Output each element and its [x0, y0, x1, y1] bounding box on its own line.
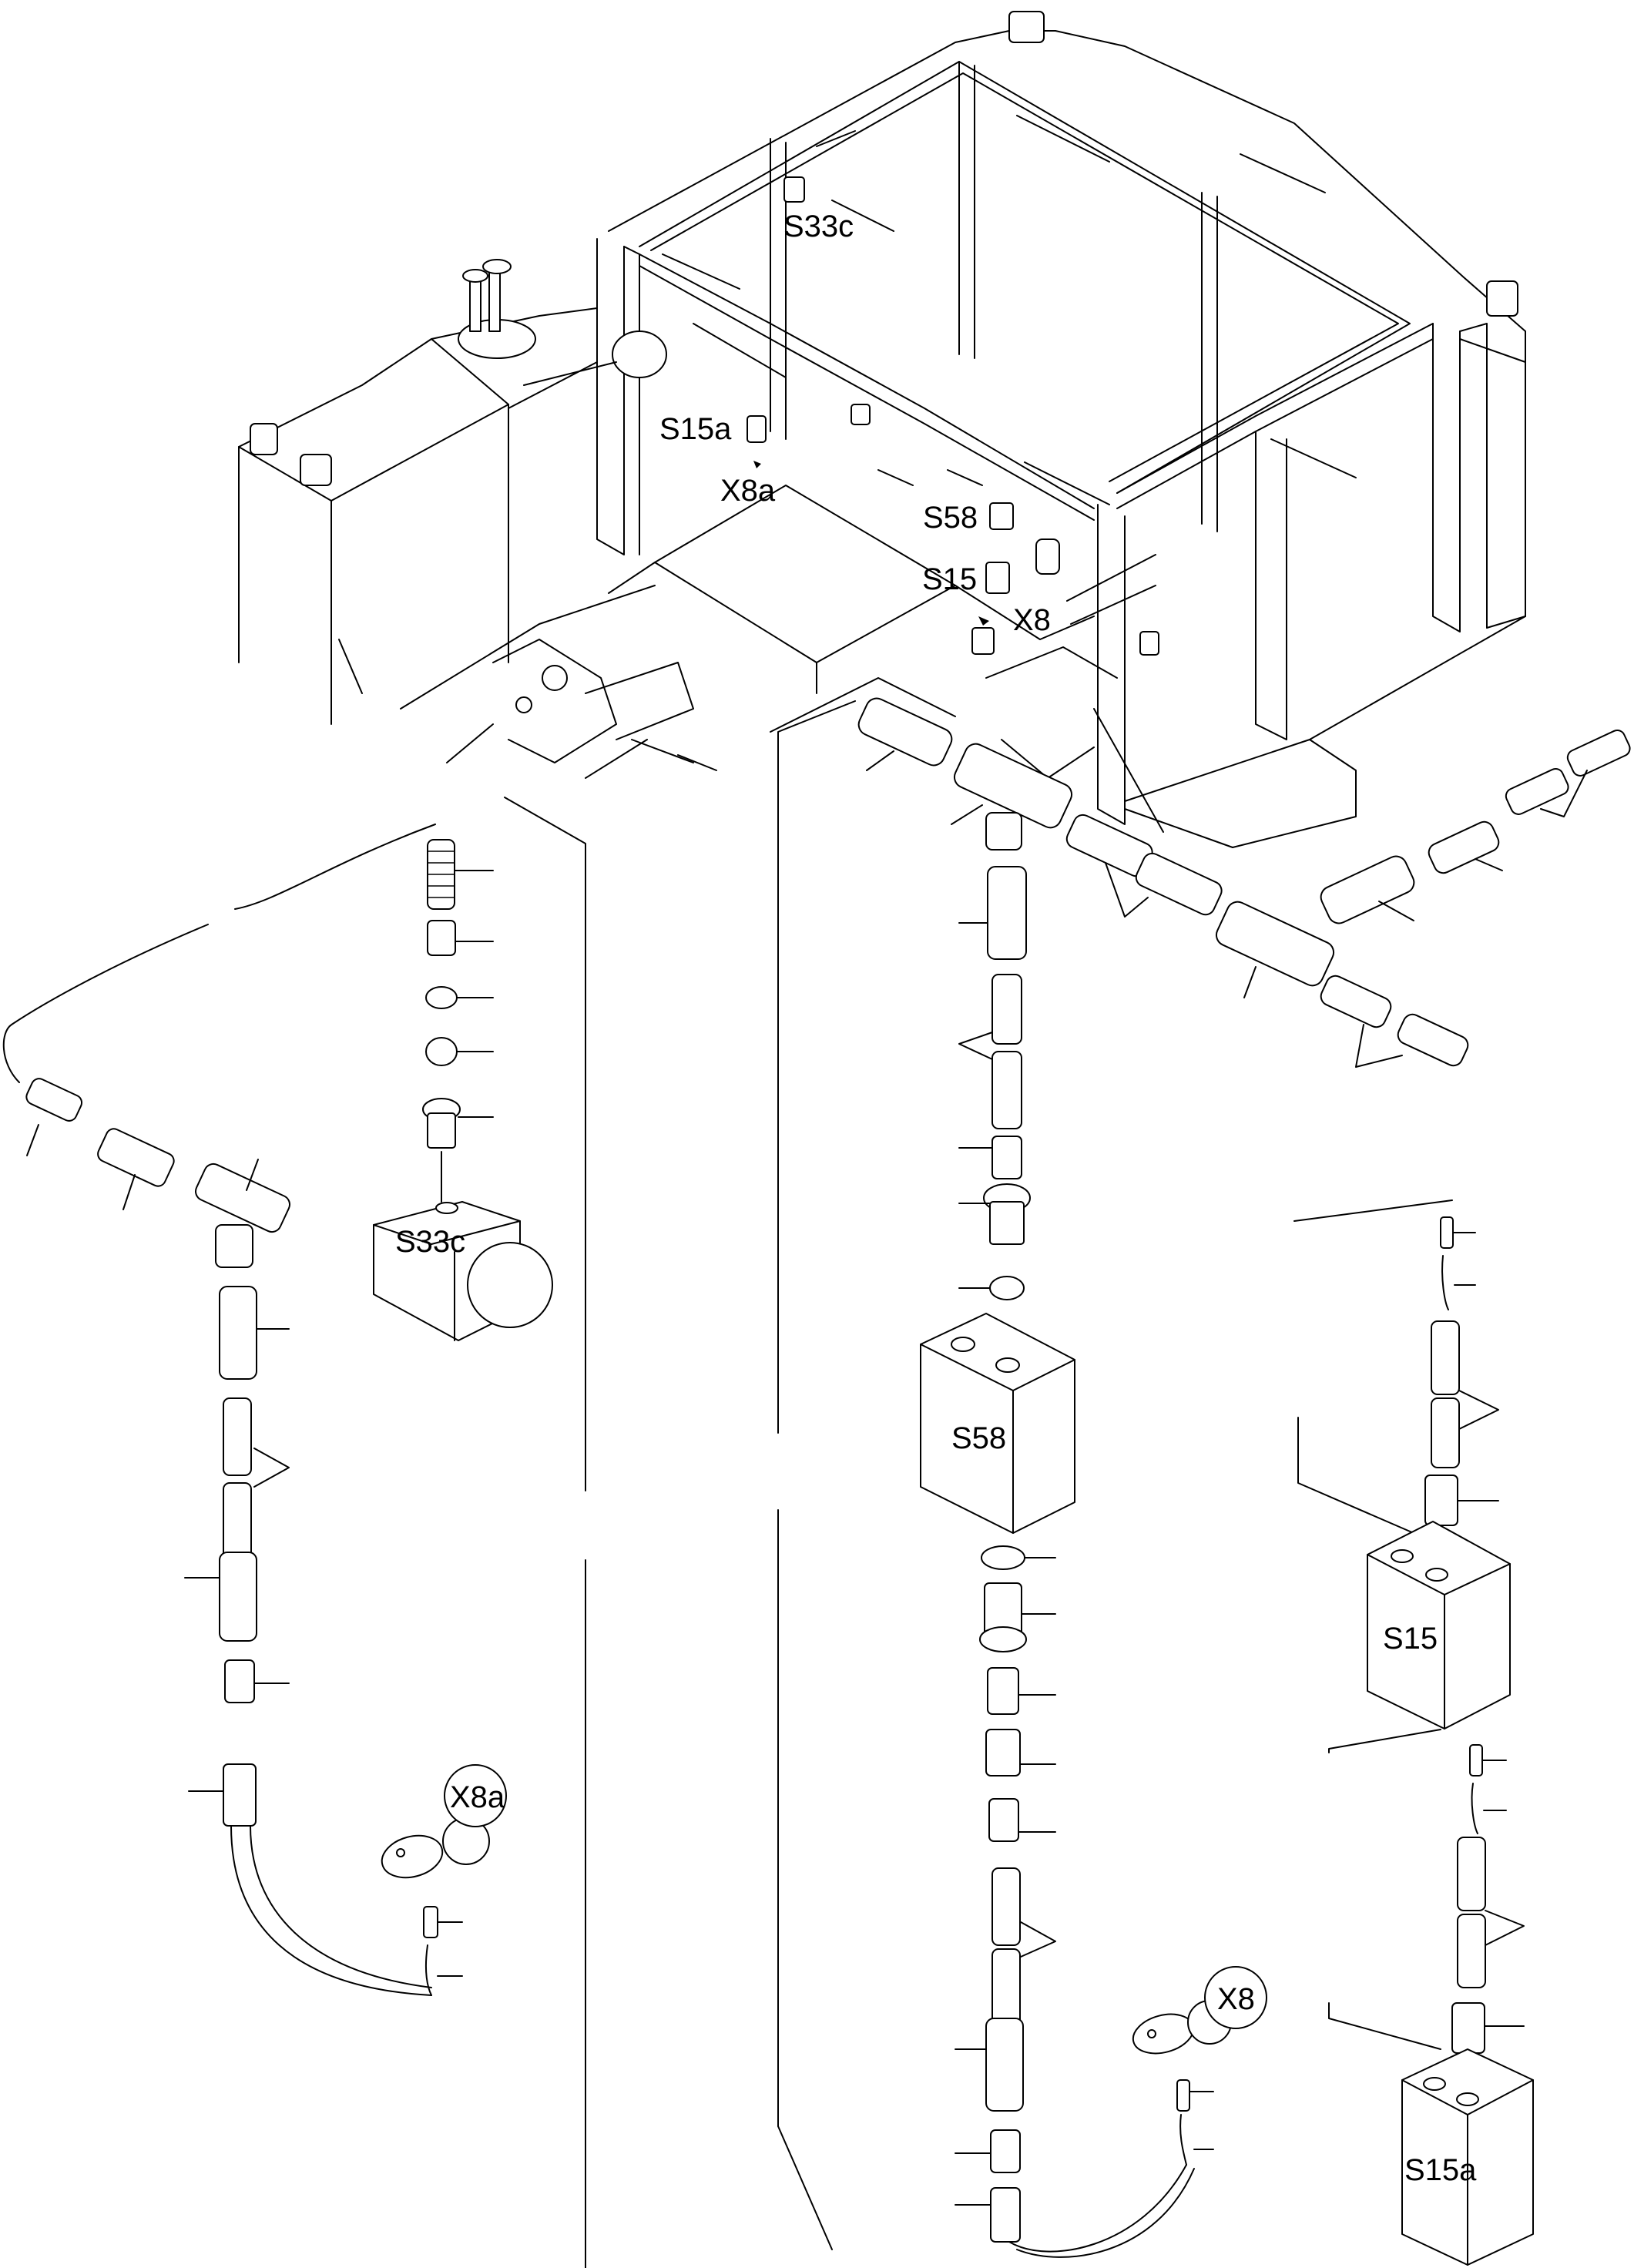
frame-switch-s15a — [747, 415, 767, 468]
tank-fillers — [458, 259, 667, 386]
sleeve-top-1 — [1065, 814, 1223, 918]
switch-s33c: S33c — [373, 1201, 553, 1341]
gland-left-2 — [188, 1763, 257, 1827]
sleeve-center-2 — [991, 1867, 1056, 2027]
badge-x8: X8 — [1204, 1966, 1267, 2029]
pin-s15a — [1469, 1744, 1507, 1834]
section-dividers — [2, 700, 856, 2268]
sleeve-center-1 — [958, 974, 1022, 1129]
gland-center-5 — [955, 2129, 1021, 2173]
gland-left — [224, 1659, 290, 1703]
cab-frame-assembly: S33c S15a X8a S58 S15 X8 — [238, 11, 1526, 848]
connector-left-3 — [184, 1552, 257, 1642]
switch-s58: S58 — [920, 1313, 1075, 1534]
nut-s33c — [425, 986, 494, 1009]
frame-switch-s58 — [877, 469, 1014, 530]
gland-center-6 — [955, 2187, 1021, 2243]
tee-top — [951, 743, 1073, 850]
adapter-s33c — [422, 1098, 494, 1149]
pin-left — [423, 1906, 463, 1996]
tee-left — [195, 1159, 290, 1268]
label-s58-frame: S58 — [923, 501, 978, 535]
sleeve-left-1 — [25, 1078, 83, 1156]
label-s58: S58 — [951, 1421, 1006, 1455]
sleeve-s15a — [1457, 1837, 1525, 1988]
center-hose-assembly: S58 — [857, 697, 1631, 2258]
label-s15: S15 — [1383, 1622, 1438, 1656]
gland-center-2 — [987, 1667, 1056, 1715]
gland-s33c-1 — [427, 920, 494, 956]
gland-center-4 — [988, 1798, 1056, 1842]
connector-top-1 — [857, 697, 953, 771]
gland-s15a — [1451, 2002, 1525, 2054]
tee-right — [1215, 901, 1335, 998]
frame-switch-s33c — [783, 176, 871, 425]
label-s15a-frame: S15a — [659, 412, 732, 446]
connector-center-2 — [955, 2018, 1024, 2112]
nut-center-2 — [981, 1545, 1056, 1570]
connector-left-2 — [219, 1286, 290, 1380]
switch-s15a: S15a — [1401, 2048, 1534, 2266]
left-hose-assembly: S33c — [25, 839, 553, 1996]
badge-x8a: X8a — [444, 1764, 507, 1827]
frame-connector-x8 — [971, 616, 1159, 656]
sleeve-s15 — [1431, 1320, 1499, 1468]
seal-s33c — [425, 1037, 494, 1066]
label-s33c-frame: S33c — [783, 210, 854, 243]
label-x8: X8 — [1217, 1982, 1255, 2016]
corrugated-sleeve-s33c — [427, 839, 494, 910]
pin-center — [1176, 2079, 1214, 2166]
label-x8-frame: X8 — [1013, 603, 1051, 637]
sleeve-right-1 — [1505, 729, 1631, 817]
connector-center-1 — [958, 866, 1027, 960]
rods — [662, 115, 1357, 505]
adapter-center-1 — [958, 1183, 1031, 1245]
frame-switch-s15 — [985, 538, 1060, 594]
connector-right-2 — [1428, 820, 1503, 874]
label-s15-frame: S15 — [922, 562, 977, 596]
nut-center-1 — [958, 1276, 1025, 1300]
right-hose-assembly: S15 S15a — [1293, 1199, 1534, 2266]
gland-s15 — [1424, 1475, 1499, 1526]
gland-center-1 — [958, 1136, 1022, 1179]
sleeve-right-2 — [1320, 975, 1469, 1068]
connector-right-1 — [1320, 855, 1415, 924]
label-s15a: S15a — [1404, 2153, 1477, 2187]
connector-x8a — [381, 1817, 490, 1879]
label-x8a: X8a — [450, 1780, 505, 1814]
connector-left-1 — [97, 1128, 175, 1210]
sleeve-left-2 — [223, 1397, 290, 1565]
label-x8a-frame: X8a — [720, 474, 776, 508]
adapter-center-2 — [979, 1582, 1056, 1652]
pin-s15 — [1440, 1216, 1476, 1310]
switch-s15: S15 — [1367, 1521, 1511, 1730]
label-s33c: S33c — [395, 1225, 465, 1259]
mirror-mount-left — [250, 11, 1518, 486]
gland-center-3 — [985, 1729, 1056, 1776]
